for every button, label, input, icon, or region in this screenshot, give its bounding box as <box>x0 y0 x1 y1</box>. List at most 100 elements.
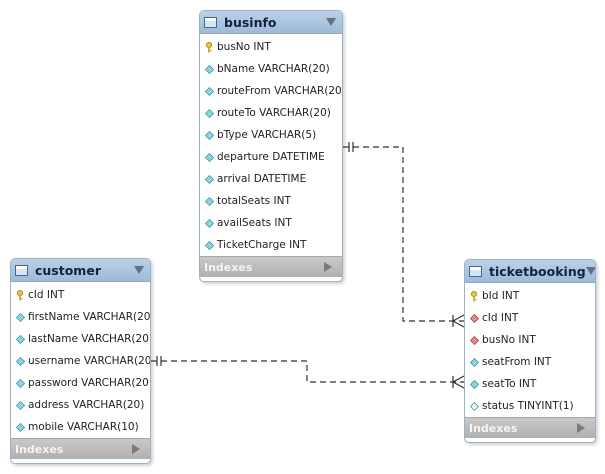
primary-key-icon <box>204 41 214 52</box>
column-row[interactable]: routeFrom VARCHAR(20) <box>200 80 342 102</box>
column-label: cId INT <box>482 312 519 324</box>
businfo-ticketbooking-connector <box>343 146 464 322</box>
column-row[interactable]: departure DATETIME <box>200 146 342 168</box>
column-row[interactable]: arrival DATETIME <box>200 168 342 190</box>
column-diamond-icon <box>15 378 25 388</box>
column-label: totalSeats INT <box>217 195 291 207</box>
column-list: bId INT cId INT busNo INT seatFrom INT seatT… <box>465 283 595 417</box>
column-diamond-icon <box>204 240 214 250</box>
column-row[interactable]: mobile VARCHAR(10) <box>11 416 150 438</box>
column-list: cId INT firstName VARCHAR(20) lastName VAR… <box>11 282 150 438</box>
column-label: TicketCharge INT <box>217 239 307 251</box>
column-diamond-icon <box>204 108 214 118</box>
table-icon <box>469 265 482 277</box>
column-row[interactable]: availSeats INT <box>200 212 342 234</box>
column-label: username VARCHAR(20) <box>28 355 151 367</box>
column-row[interactable]: firstName VARCHAR(20) <box>11 306 150 328</box>
column-row[interactable]: busNo INT <box>200 36 342 58</box>
column-diamond-icon <box>15 356 25 366</box>
column-label: bId INT <box>482 290 520 302</box>
table-customer[interactable]: customer cId INT firstName VARCHAR(20) las… <box>10 258 151 464</box>
indexes-label: Indexes <box>469 421 518 435</box>
column-label: busNo INT <box>482 334 536 346</box>
column-label: seatTo INT <box>482 378 537 390</box>
column-row[interactable]: seatFrom INT <box>465 351 595 373</box>
column-row[interactable]: username VARCHAR(20) <box>11 350 150 372</box>
foreign-key-diamond-icon <box>469 335 479 345</box>
column-row[interactable]: cId INT <box>465 307 595 329</box>
column-label: routeTo VARCHAR(20) <box>217 107 331 119</box>
table-header[interactable]: businfo <box>200 11 342 34</box>
indexes-section[interactable]: Indexes <box>200 256 342 277</box>
column-row[interactable]: bId INT <box>465 285 595 307</box>
table-header[interactable]: customer <box>11 259 150 282</box>
collapse-arrow-icon[interactable] <box>134 266 144 274</box>
table-icon <box>204 16 217 28</box>
expand-arrow-icon[interactable] <box>324 262 332 272</box>
column-label: availSeats INT <box>217 217 292 229</box>
column-label: arrival DATETIME <box>217 173 307 185</box>
column-diamond-icon <box>204 174 214 184</box>
crowfoot-marker <box>452 314 465 328</box>
indexes-label: Indexes <box>15 442 64 456</box>
column-label: bName VARCHAR(20) <box>217 63 330 75</box>
expand-arrow-icon[interactable] <box>132 444 140 454</box>
expand-arrow-icon[interactable] <box>577 423 585 433</box>
column-row[interactable]: status TINYINT(1) <box>465 395 595 417</box>
column-row[interactable]: address VARCHAR(20) <box>11 394 150 416</box>
column-diamond-icon <box>204 152 214 162</box>
table-title: ticketbooking <box>489 263 586 279</box>
column-label: status TINYINT(1) <box>482 400 574 412</box>
column-row[interactable]: cId INT <box>11 284 150 306</box>
table-ticketbooking[interactable]: ticketbooking bId INT cId INT busNo INT sea… <box>464 259 596 443</box>
column-diamond-icon <box>15 334 25 344</box>
table-title: customer <box>35 262 101 278</box>
column-label: departure DATETIME <box>217 151 325 163</box>
column-label: password VARCHAR(20) <box>28 377 151 389</box>
column-label: seatFrom INT <box>482 356 552 368</box>
collapse-arrow-icon[interactable] <box>326 18 336 26</box>
column-row[interactable]: bType VARCHAR(5) <box>200 124 342 146</box>
primary-key-icon <box>469 290 479 301</box>
column-row[interactable]: seatTo INT <box>465 373 595 395</box>
column-diamond-icon <box>204 196 214 206</box>
column-diamond-icon <box>469 357 479 367</box>
column-label: firstName VARCHAR(20) <box>28 311 151 323</box>
column-label: address VARCHAR(20) <box>28 399 145 411</box>
primary-key-icon <box>15 289 25 300</box>
indexes-section[interactable]: Indexes <box>465 417 595 438</box>
table-title: businfo <box>224 14 277 30</box>
table-icon <box>15 264 28 276</box>
column-label: cId INT <box>28 289 65 301</box>
column-label: routeFrom VARCHAR(20) <box>217 85 343 97</box>
nullable-column-diamond-icon <box>469 401 479 411</box>
column-list: busNo INT bName VARCHAR(20) routeFrom VARC… <box>200 34 342 256</box>
column-row[interactable]: TicketCharge INT <box>200 234 342 256</box>
table-header[interactable]: ticketbooking <box>465 260 595 283</box>
column-row[interactable]: busNo INT <box>465 329 595 351</box>
column-row[interactable]: routeTo VARCHAR(20) <box>200 102 342 124</box>
indexes-section[interactable]: Indexes <box>11 438 150 459</box>
column-row[interactable]: lastName VARCHAR(20) <box>11 328 150 350</box>
column-row[interactable]: password VARCHAR(20) <box>11 372 150 394</box>
column-label: busNo INT <box>217 41 271 53</box>
column-diamond-icon <box>204 130 214 140</box>
column-diamond-icon <box>204 218 214 228</box>
indexes-label: Indexes <box>204 260 253 274</box>
column-diamond-icon <box>204 86 214 96</box>
crowfoot-marker <box>452 375 465 389</box>
column-label: mobile VARCHAR(10) <box>28 421 139 433</box>
collapse-arrow-icon[interactable] <box>585 267 595 275</box>
column-diamond-icon <box>15 400 25 410</box>
column-label: lastName VARCHAR(20) <box>28 333 151 345</box>
column-row[interactable]: bName VARCHAR(20) <box>200 58 342 80</box>
column-diamond-icon <box>15 312 25 322</box>
foreign-key-diamond-icon <box>469 313 479 323</box>
customer-ticketbooking-connector <box>151 360 464 383</box>
column-diamond-icon <box>204 64 214 74</box>
column-diamond-icon <box>469 379 479 389</box>
table-businfo[interactable]: businfo busNo INT bName VARCHAR(20) routeF… <box>199 10 343 282</box>
column-row[interactable]: totalSeats INT <box>200 190 342 212</box>
column-label: bType VARCHAR(5) <box>217 129 317 141</box>
